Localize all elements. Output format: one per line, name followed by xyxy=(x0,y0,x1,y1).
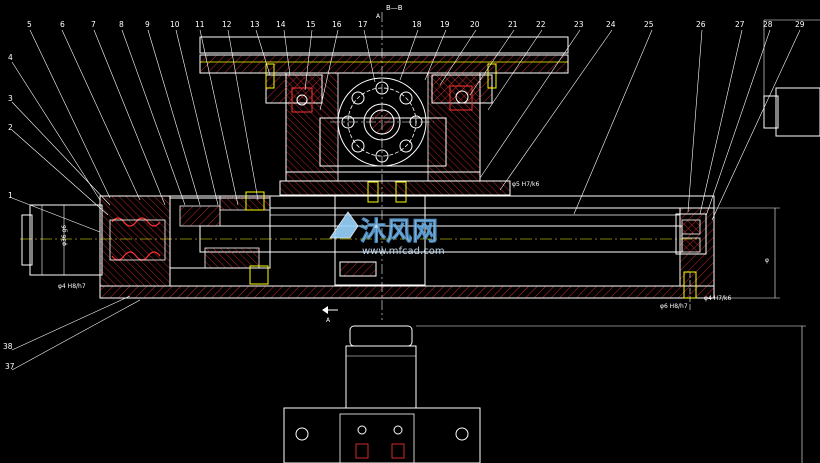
part-number: 3 xyxy=(8,94,13,103)
part-number: 38 xyxy=(3,342,13,351)
part-number: 14 xyxy=(276,20,286,29)
part-number: 8 xyxy=(119,20,124,29)
section-label: B—B xyxy=(386,4,403,12)
part-number: 18 xyxy=(412,20,422,29)
view-mark-top: A xyxy=(376,13,381,20)
left-motor-diameter: φ36 g6 xyxy=(61,225,68,246)
part-number: 2 xyxy=(8,123,13,132)
watermark: 沐风网 www.mfcad.com xyxy=(329,211,445,257)
nut-fit: φ5 H7/k6 xyxy=(512,181,540,188)
part-number: 25 xyxy=(644,20,654,29)
part-number: 22 xyxy=(536,20,546,29)
bolt-circle-flange xyxy=(330,12,434,320)
part-number: 13 xyxy=(250,20,260,29)
right-bottom-fit-b: φ4 H7/k6 xyxy=(704,295,732,302)
part-number: 10 xyxy=(170,20,180,29)
right-bearing-assembly xyxy=(675,213,707,312)
right-vertical-dim: φ xyxy=(765,257,769,264)
top-table-plate xyxy=(199,36,569,74)
watermark-brand: 沐风网 xyxy=(360,217,438,247)
right-guide-block xyxy=(431,63,497,111)
part-number: 4 xyxy=(8,53,13,62)
part-number: 1 xyxy=(8,191,13,200)
part-number: 15 xyxy=(306,20,316,29)
part-number: 11 xyxy=(195,20,205,29)
part-number: 20 xyxy=(470,20,480,29)
watermark-logo-icon xyxy=(329,211,359,239)
left-bottom-fit: φ4 H8/h7 xyxy=(58,283,86,290)
part-number: 5 xyxy=(27,20,32,29)
nut-carrier xyxy=(279,180,511,286)
view-mark-bottom: A xyxy=(326,317,331,324)
part-number: 29 xyxy=(795,20,805,29)
part-number: 17 xyxy=(358,20,368,29)
leader-lines xyxy=(11,29,801,371)
part-number: 23 xyxy=(574,20,584,29)
left-motor: φ36 g6 xyxy=(21,204,103,276)
bottom-motor-view xyxy=(283,325,806,463)
part-number: 6 xyxy=(60,20,65,29)
part-number: 37 xyxy=(5,362,15,371)
right-dimension: φ xyxy=(714,207,780,299)
part-number: 9 xyxy=(145,20,150,29)
part-number: 19 xyxy=(440,20,450,29)
left-bearing-assembly xyxy=(109,191,271,285)
part-numbers-left: 4 3 2 1 38 37 xyxy=(3,53,15,371)
part-number: 26 xyxy=(696,20,706,29)
part-number: 28 xyxy=(763,20,773,29)
part-number: 12 xyxy=(222,20,232,29)
watermark-url: www.mfcad.com xyxy=(362,246,445,257)
left-guide-block xyxy=(265,63,323,113)
part-number: 16 xyxy=(332,20,342,29)
part-number: 21 xyxy=(508,20,518,29)
right-bottom-fit-a: φ6 H8/h7 xyxy=(660,303,688,310)
part-number: 7 xyxy=(91,20,96,29)
right-upper-motor xyxy=(763,19,820,137)
part-number: 24 xyxy=(606,20,616,29)
part-number: 27 xyxy=(735,20,745,29)
part-numbers-top: 5 6 7 8 9 10 11 12 13 14 15 16 17 18 19 … xyxy=(27,20,805,29)
